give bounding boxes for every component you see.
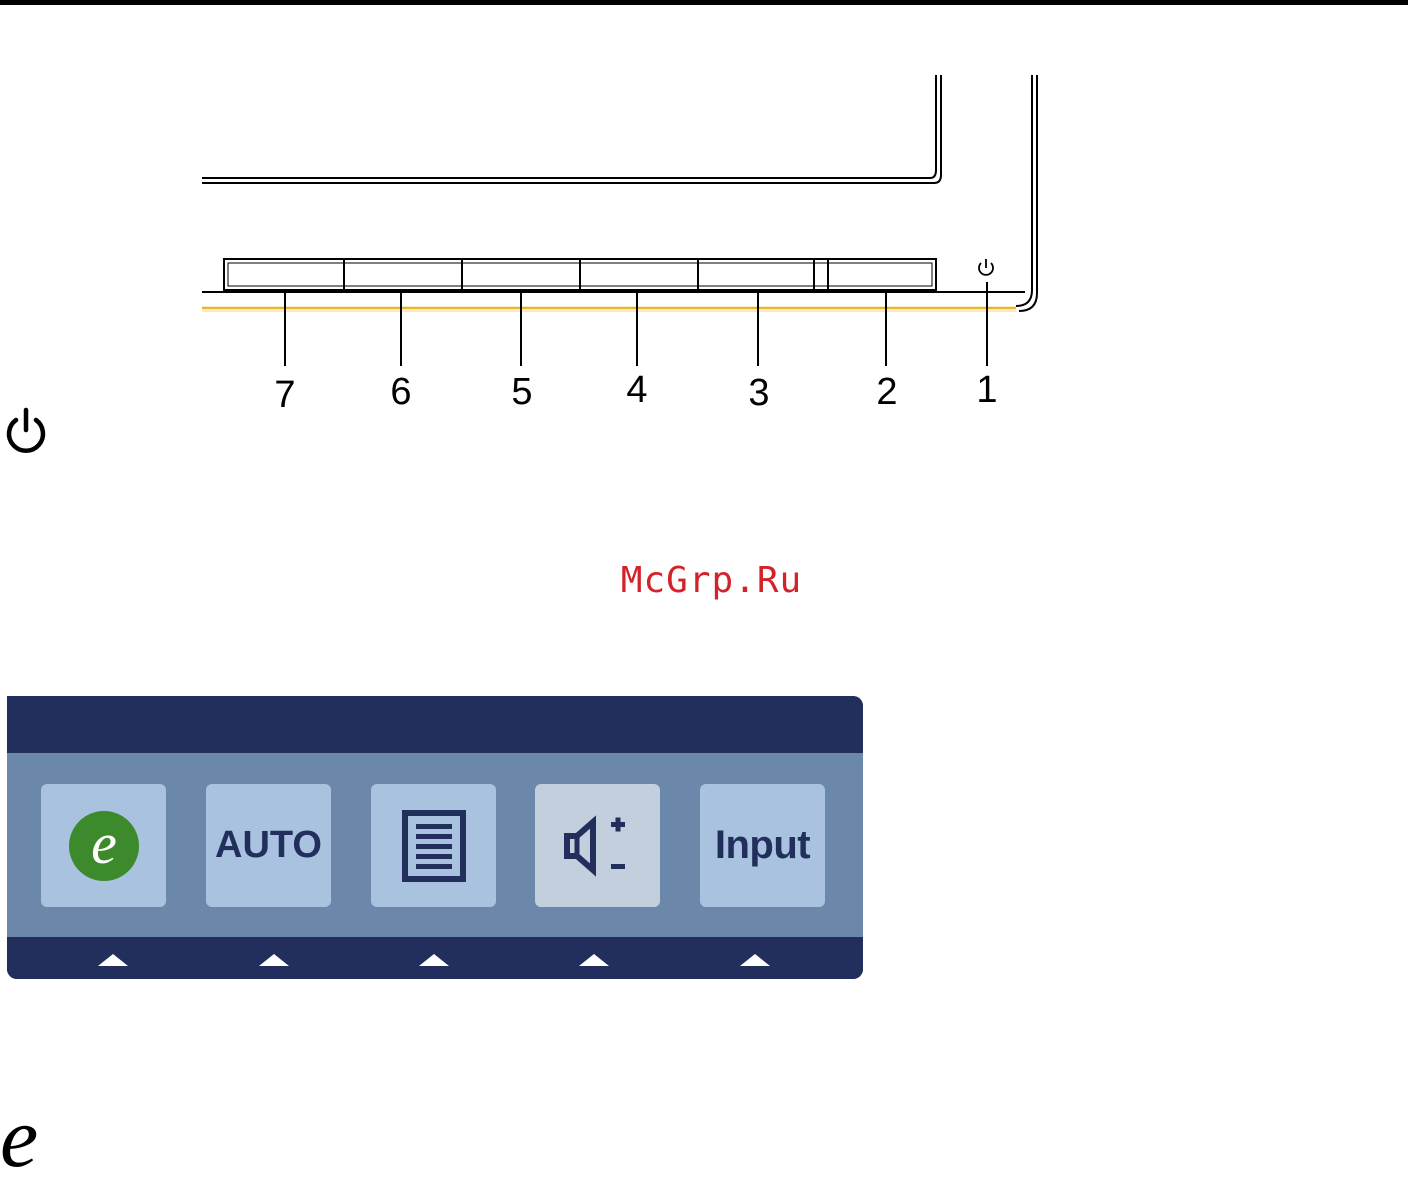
eco-mode-tile[interactable]: e [41, 784, 166, 907]
bezel-edge [1016, 75, 1032, 306]
eco-e-icon: e [67, 809, 141, 883]
arrow-up-icon [259, 954, 289, 966]
arrow-up-icon [98, 954, 128, 966]
input-label: Input [715, 823, 810, 868]
arrow-up-icon [579, 954, 609, 966]
auto-label: AUTO [215, 824, 322, 867]
menu-list-icon [402, 810, 466, 882]
svg-text:e: e [91, 811, 117, 876]
screen-edge [202, 75, 936, 178]
callout-3: 3 [748, 372, 769, 414]
bezel-power-icon [979, 259, 993, 275]
monitor-bezel-diagram: 7 6 5 4 3 2 1 [0, 0, 1408, 470]
input-tile[interactable]: Input [700, 784, 825, 907]
watermark-text: McGrp.Ru [0, 560, 1408, 601]
menu-tile[interactable] [371, 784, 496, 907]
callout-4: 4 [626, 369, 647, 411]
arrow-up-icon [740, 954, 770, 966]
callout-2: 2 [876, 371, 897, 413]
arrow-up-icon [419, 954, 449, 966]
osd-header [7, 696, 863, 753]
osd-hotkey-menu: e AUTO Input [7, 696, 863, 979]
power-icon [2, 404, 50, 456]
callout-5: 5 [511, 371, 532, 413]
auto-adjust-tile[interactable]: AUTO [206, 784, 331, 907]
volume-icon [563, 814, 633, 878]
callout-7: 7 [274, 374, 295, 416]
eco-glyph: e [0, 1094, 38, 1180]
callout-6: 6 [390, 371, 411, 413]
callout-1: 1 [976, 369, 997, 411]
volume-tile[interactable] [535, 784, 660, 907]
